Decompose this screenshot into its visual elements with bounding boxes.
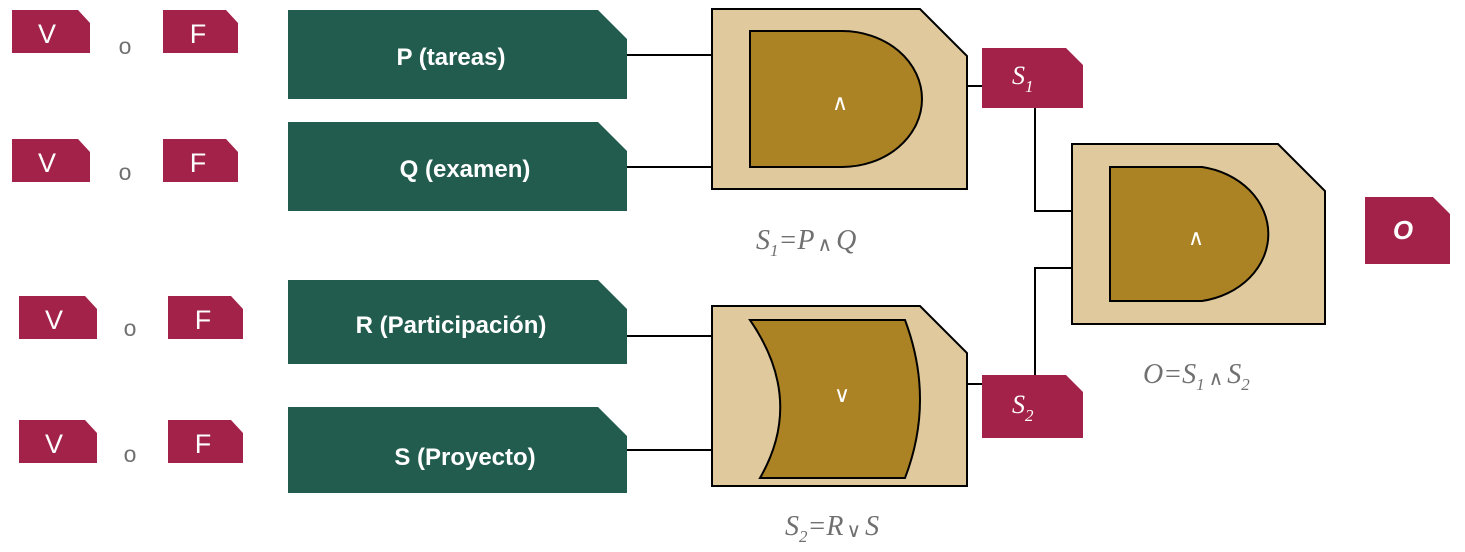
or-label-4: o bbox=[124, 441, 137, 467]
or-label-1: o bbox=[119, 33, 132, 59]
equation-s1: S1=P∧Q bbox=[756, 225, 856, 260]
false-label-3: F bbox=[195, 305, 212, 335]
input-label-s: S (Proyecto) bbox=[394, 444, 535, 471]
and-gate-1: ∧ bbox=[711, 8, 968, 190]
equation-s2: S2=R∨S bbox=[785, 511, 879, 546]
false-tag-1[interactable] bbox=[163, 10, 238, 53]
s2-tag: S2 bbox=[982, 375, 1083, 438]
truth-row-4: V o F bbox=[19, 420, 243, 467]
false-tag-2[interactable] bbox=[163, 139, 238, 182]
false-tag-3[interactable] bbox=[168, 296, 243, 339]
false-label-2: F bbox=[190, 148, 207, 178]
s1-tag: S1 bbox=[982, 48, 1083, 108]
truth-row-1: V o F bbox=[12, 10, 238, 59]
input-label-p: P (tareas) bbox=[397, 44, 506, 71]
s1-label: S1 bbox=[1012, 61, 1034, 96]
input-p: P (tareas) bbox=[288, 10, 627, 99]
truth-row-3: V o F bbox=[19, 296, 243, 341]
input-label-q: Q (examen) bbox=[400, 156, 531, 183]
equation-o: O=S1∧S2 bbox=[1143, 359, 1250, 394]
true-tag-4[interactable] bbox=[19, 420, 97, 463]
or-gate: ∨ bbox=[711, 305, 968, 487]
and-gate-2: ∧ bbox=[1071, 143, 1326, 325]
true-tag-3[interactable] bbox=[19, 296, 97, 339]
truth-row-2: V o F bbox=[12, 139, 238, 185]
true-label-2: V bbox=[38, 148, 56, 178]
and-symbol-1: ∧ bbox=[832, 90, 848, 115]
false-label-4: F bbox=[195, 429, 212, 459]
input-label-r: R (Participación) bbox=[356, 312, 547, 339]
true-tag-2[interactable] bbox=[12, 139, 90, 182]
and-symbol-2: ∧ bbox=[1188, 225, 1204, 250]
true-label-4: V bbox=[45, 429, 63, 459]
output-tag: O bbox=[1365, 197, 1450, 264]
true-label-1: V bbox=[38, 19, 56, 49]
input-q: Q (examen) bbox=[288, 122, 627, 211]
output-label: O bbox=[1393, 215, 1413, 245]
or-symbol: ∨ bbox=[834, 382, 850, 407]
false-tag-4[interactable] bbox=[168, 420, 243, 463]
true-tag-1[interactable] bbox=[12, 10, 90, 53]
input-r: R (Participación) bbox=[288, 280, 627, 364]
s2-label: S2 bbox=[1012, 390, 1034, 425]
false-label-1: F bbox=[190, 19, 207, 49]
input-s: S (Proyecto) bbox=[288, 407, 627, 493]
true-label-3: V bbox=[45, 305, 63, 335]
or-label-2: o bbox=[119, 159, 132, 185]
or-label-3: o bbox=[124, 315, 137, 341]
